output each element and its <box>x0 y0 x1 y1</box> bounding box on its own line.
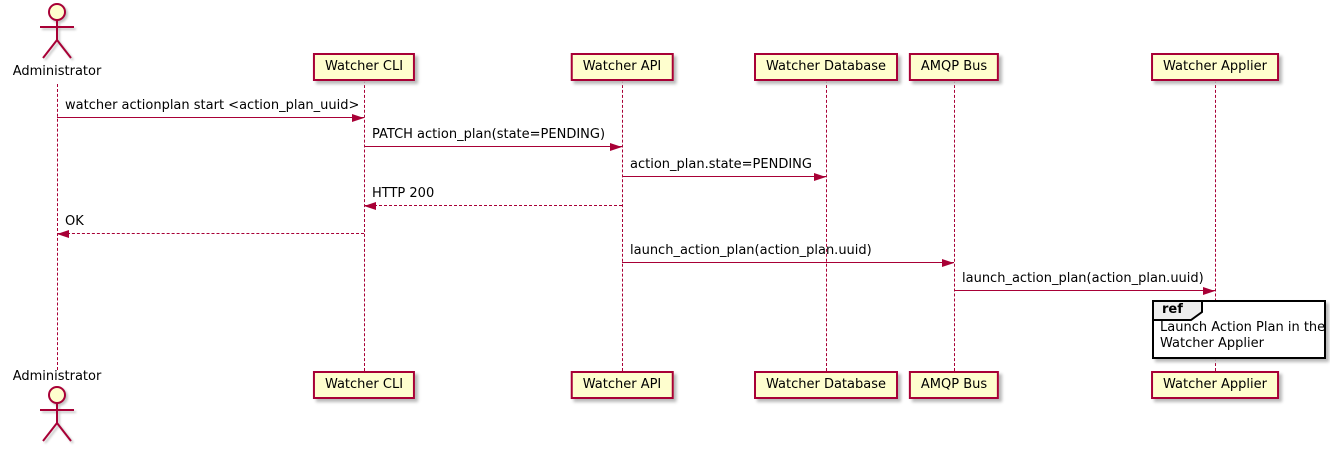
message-6-arrowhead-icon <box>942 258 954 267</box>
participant-top-amqp-bus: AMQP Bus <box>908 53 1000 81</box>
participant-bottom-watcher-api: Watcher API <box>570 371 674 399</box>
message-5-line <box>57 233 364 234</box>
participant-top-watcher-api: Watcher API <box>570 53 674 81</box>
participant-bottom-watcher-applier: Watcher Applier <box>1151 371 1279 399</box>
participant-bottom-watcher-database: Watcher Database <box>754 371 898 399</box>
message-7-label: launch_action_plan(action_plan.uuid) <box>962 271 1204 286</box>
actor-icon <box>40 3 74 59</box>
message-1-label: watcher actionplan start <action_plan_uu… <box>65 98 360 113</box>
ref-text-line1: Launch Action Plan in the <box>1160 320 1326 335</box>
message-4-label: HTTP 200 <box>372 186 435 201</box>
lifeline-watcher-cli <box>364 80 365 371</box>
lifeline-watcher-api <box>622 80 623 371</box>
message-4-line <box>364 205 622 206</box>
message-4-arrowhead-icon <box>364 201 376 210</box>
message-7-line <box>954 290 1215 291</box>
message-7-arrowhead-icon <box>1203 286 1215 295</box>
participant-bottom-watcher-cli: Watcher CLI <box>312 371 416 399</box>
lifeline-watcher-database <box>826 80 827 371</box>
ref-text-line2: Watcher Applier <box>1160 336 1264 351</box>
actor-icon <box>40 386 74 442</box>
message-6-label: launch_action_plan(action_plan.uuid) <box>630 243 872 258</box>
lifeline-watcher-applier <box>1215 80 1216 371</box>
actor-figure-top <box>34 2 80 66</box>
message-3-arrowhead-icon <box>814 172 826 181</box>
participant-top-watcher-cli: Watcher CLI <box>312 53 416 81</box>
message-2-line <box>364 146 622 147</box>
lifeline-amqp-bus <box>954 80 955 371</box>
actor-figure-bottom <box>34 385 80 453</box>
participant-top-watcher-database: Watcher Database <box>754 53 898 81</box>
message-2-label: PATCH action_plan(state=PENDING) <box>372 127 606 142</box>
participant-top-watcher-applier: Watcher Applier <box>1151 53 1279 81</box>
message-5-label: OK <box>65 214 84 229</box>
message-3-line <box>622 176 826 177</box>
participant-bottom-amqp-bus: AMQP Bus <box>908 371 1000 399</box>
message-2-arrowhead-icon <box>610 142 622 151</box>
actor-label-top: Administrator <box>12 64 102 79</box>
message-6-line <box>622 262 954 263</box>
lifeline-administrator <box>57 84 58 370</box>
message-3-label: action_plan.state=PENDING <box>630 157 812 172</box>
message-1-line <box>57 117 364 118</box>
ref-keyword: ref <box>1162 302 1183 317</box>
actor-label-bottom: Administrator <box>12 369 102 384</box>
message-1-arrowhead-icon <box>352 113 364 122</box>
message-5-arrowhead-icon <box>57 229 69 238</box>
ref-tab <box>1152 300 1204 326</box>
